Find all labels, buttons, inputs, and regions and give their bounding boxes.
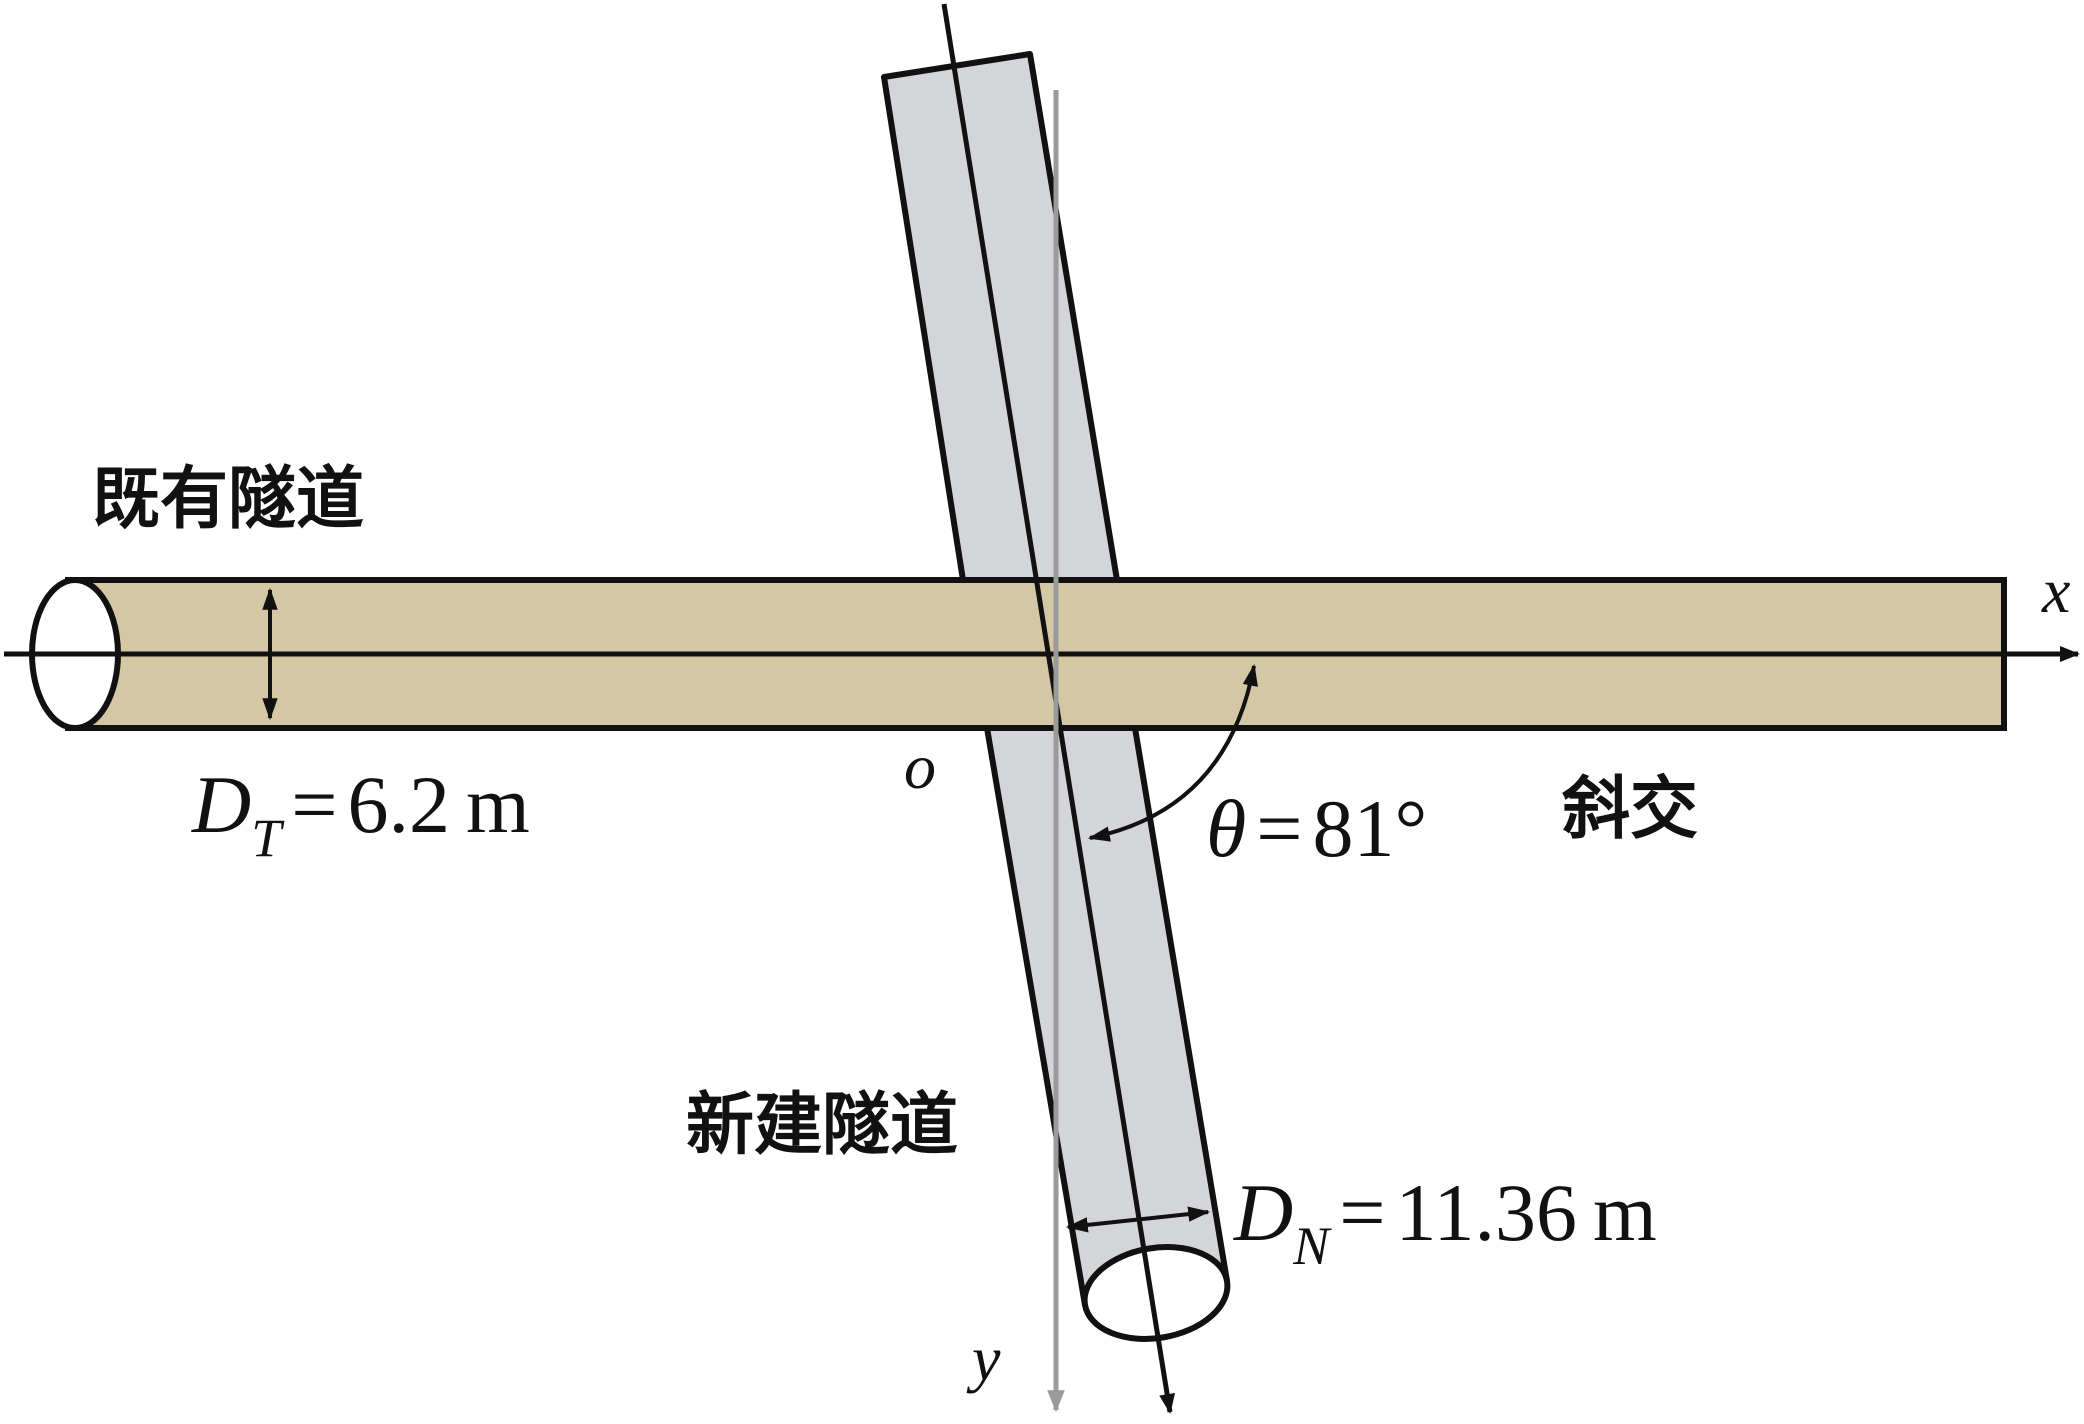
new-tunnel-upper-body — [881, 51, 1120, 583]
angle-symbol: θ — [1206, 783, 1246, 874]
oblique-label: 斜交 — [1562, 770, 1698, 849]
existing-diameter-value: 6.2 — [348, 759, 451, 850]
y-axis-label: y — [966, 1323, 1001, 1394]
angle-label: θ=81° — [1206, 783, 1427, 874]
new-tunnel-end-cap — [1081, 1244, 1231, 1342]
new-diameter-unit: m — [1593, 1167, 1657, 1258]
angle-value: 81° — [1313, 783, 1428, 874]
new-diameter-dimension-arrow — [1065, 1206, 1211, 1233]
new-diameter-equals: = — [1339, 1167, 1385, 1258]
x-axis-label: x — [2041, 555, 2070, 626]
new-tunnel-label: 新建隧道 — [686, 1086, 958, 1165]
angle-equals: = — [1256, 783, 1302, 874]
existing-diameter-equals: = — [291, 759, 337, 850]
existing-diameter-unit: m — [466, 759, 530, 850]
new-diameter-symbol: D — [1233, 1167, 1293, 1258]
new-diameter-subscript: N — [1292, 1216, 1332, 1276]
new-diameter-value: 11.36 — [1396, 1167, 1577, 1258]
origin-label: o — [904, 731, 936, 802]
existing-diameter-symbol: D — [191, 759, 251, 850]
existing-tunnel-label: 既有隧道 — [92, 460, 364, 539]
angle-arc — [1087, 663, 1258, 842]
existing-diameter-subscript: T — [251, 808, 285, 868]
